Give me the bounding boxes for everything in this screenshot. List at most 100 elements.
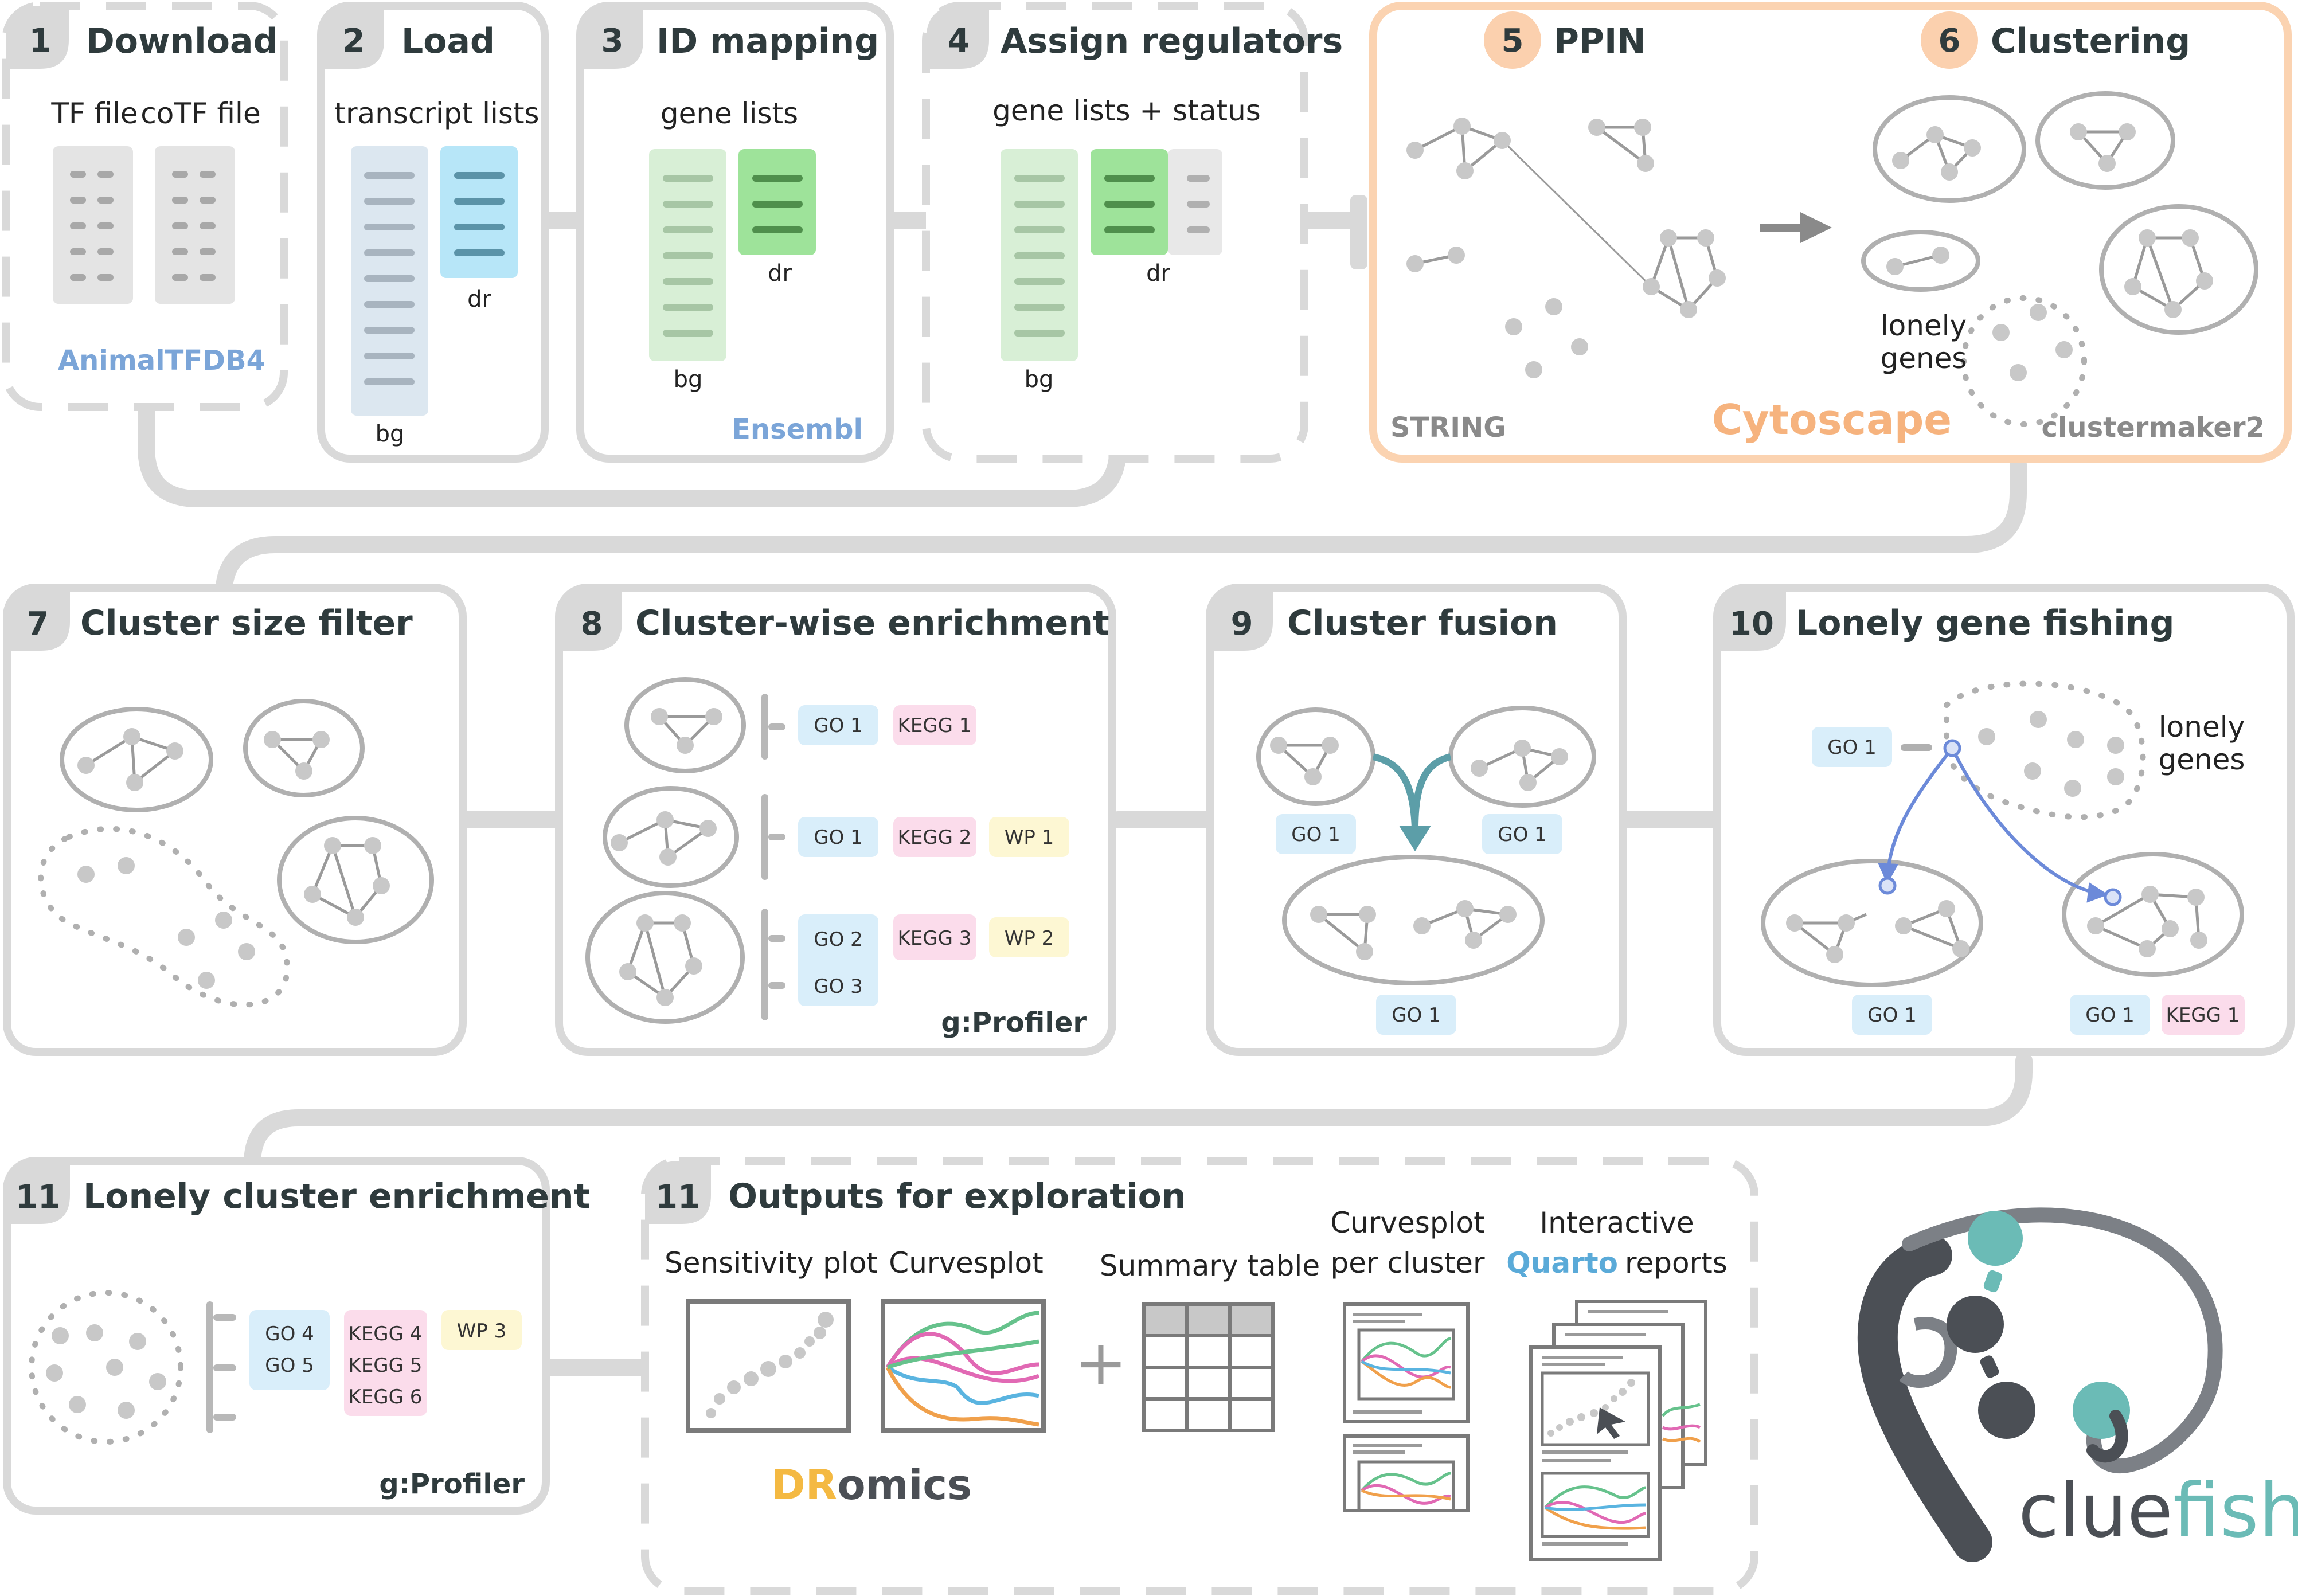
dr-label: dr [768,260,792,287]
step-title-ppin: PPIN [1554,21,1646,61]
arrow-icon [1760,212,1832,243]
chip-kegg: KEGG 1 [898,714,972,737]
tf-file-icon [53,146,133,304]
logo-node-teal [1968,1211,2023,1266]
summary-table-label: Summary table [1100,1249,1320,1282]
step-number: 10 [1729,605,1774,643]
panel-cluster-fusion: 9 Cluster fusion GO 1 GO 1 [1206,584,1627,1056]
summary-table-thumbnail [1142,1302,1275,1432]
step-title: Cluster fusion [1287,603,1558,643]
logo-text-fish: fish [2173,1467,2298,1554]
step-number: 2 [343,22,365,60]
step-number: 7 [27,605,49,643]
step-number: 1 [29,22,52,60]
logo-node [1978,1382,2035,1439]
step-number: 3 [601,22,624,60]
dromics-logo: DRomics [771,1461,972,1509]
dr-list [440,146,518,278]
step-title-clustering: Clustering [1991,21,2190,61]
chip-go: GO 1 [1498,823,1547,846]
chip-go: GO 1 [814,714,863,737]
source-gprofiler: g:Profiler [941,1007,1087,1039]
panel-id-mapping: 3 ID mapping gene lists bg dr Ensembl [576,2,894,463]
connector-6-7 [215,456,2027,599]
chip-wp: WP 3 [457,1320,507,1343]
panel-load: 2 Load transcript lists bg dr [317,2,549,463]
panel-cluster-size-filter: 7 Cluster size filter [3,584,467,1056]
lonely-label: lonely [1881,309,1967,342]
dromics-logo-omics: omics [837,1461,972,1509]
panel-outputs-for-exploration: 11 Outputs for exploration Sensitivity p… [641,1157,1758,1595]
panel-assign-regulators: 4 Assign regulators gene lists + status … [922,2,1343,463]
plus-icon: + [1074,1326,1127,1399]
step-number: 6 [1939,22,1961,60]
curvesplot-label: Curvesplot [889,1246,1043,1280]
dr-label: dr [467,286,491,312]
chip-kegg: KEGG 4 [349,1323,423,1345]
panel-lonely-gene-fishing: 10 Lonely gene fishing lonely genes GO 1 [1713,584,2295,1056]
chip-kegg: KEGG 6 [349,1386,423,1409]
source-animaltfdb: AnimalTFDB4 [58,345,265,377]
curvesplot-thumbnail [881,1299,1046,1433]
step-number: 9 [1231,605,1253,643]
step-title: Download [86,21,278,61]
step-number: 4 [948,22,970,60]
step-number: 5 [1502,22,1524,60]
cluefish-logo: cluefish [1857,1207,2298,1562]
chip-kegg: KEGG 2 [898,826,972,849]
panel-download: 1 Download TF file coTF file AnimalTFDB4 [2,2,288,411]
cluster-report-thumbnail [1343,1302,1470,1423]
chip-go: GO 1 [1291,823,1340,846]
chip-go: GO 5 [265,1354,314,1377]
genes-label: genes [1880,342,1967,375]
quarto-label: Quarto [1506,1246,1618,1280]
list-caption: gene lists + status [992,94,1261,127]
source-clustermaker2: clustermaker2 [2042,412,2265,444]
genes-label: genes [2158,743,2245,776]
chip-go: GO 3 [814,975,863,998]
panel-cluster-wise-enrichment: 8 Cluster-wise enrichment GO 1 [555,584,1116,1056]
flow-connectors [138,212,2033,1376]
curvesplot-per-cluster-label-2: per cluster [1331,1246,1485,1280]
chip-go: GO 4 [265,1323,314,1345]
cotf-file-label: coTF file [140,97,260,130]
connector-1-4 [138,393,1127,507]
step-title: Cluster size filter [80,603,413,643]
step-title: Cluster-wise enrichment [635,603,1109,643]
dromics-logo-dr: DR [771,1461,837,1509]
source-ensembl: Ensembl [732,413,863,445]
logo-text-clue: clue [2018,1467,2173,1554]
step-title: Load [401,21,495,61]
connector-10-11 [244,1052,2033,1172]
chip-go: GO 1 [1867,1004,1917,1027]
bg-label: bg [376,421,405,447]
chip-go: GO 1 [1392,1004,1441,1027]
panel-cytoscape: 5 PPIN 6 Clustering [1369,2,2292,463]
source-string: STRING [1390,412,1506,444]
source-gprofiler: g:Profiler [379,1468,525,1500]
logo-node [1947,1296,2004,1353]
chip-go: GO 1 [2085,1004,2135,1027]
cytoscape-label: Cytoscape [1712,396,1952,444]
sensitivity-plot-label: Sensitivity plot [665,1246,878,1280]
dr-label: dr [1146,260,1170,287]
panel-lonely-cluster-enrichment: 11 Lonely cluster enrichment GO 4 GO 5 K… [3,1157,590,1515]
logo-text: cluefish [2018,1467,2298,1554]
chip-go: GO 2 [814,928,863,951]
ppin-network [1406,118,1726,378]
curvesplot-per-cluster-label: Curvesplot [1330,1206,1484,1239]
cotf-file-icon [155,146,235,304]
list-caption: transcript lists [334,97,539,130]
bg-label: bg [1025,366,1054,393]
chip-go: GO 1 [1827,736,1877,759]
reports-label: reports [1625,1246,1728,1280]
chip-kegg: KEGG 5 [349,1354,423,1377]
tf-file-label: TF file [50,97,138,130]
list-caption: gene lists [661,97,798,130]
cluster-report-thumbnail-2 [1343,1434,1470,1512]
step-title: Lonely cluster enrichment [83,1176,590,1216]
chip-wp: WP 2 [1005,927,1054,950]
step-number: 11 [655,1179,700,1216]
